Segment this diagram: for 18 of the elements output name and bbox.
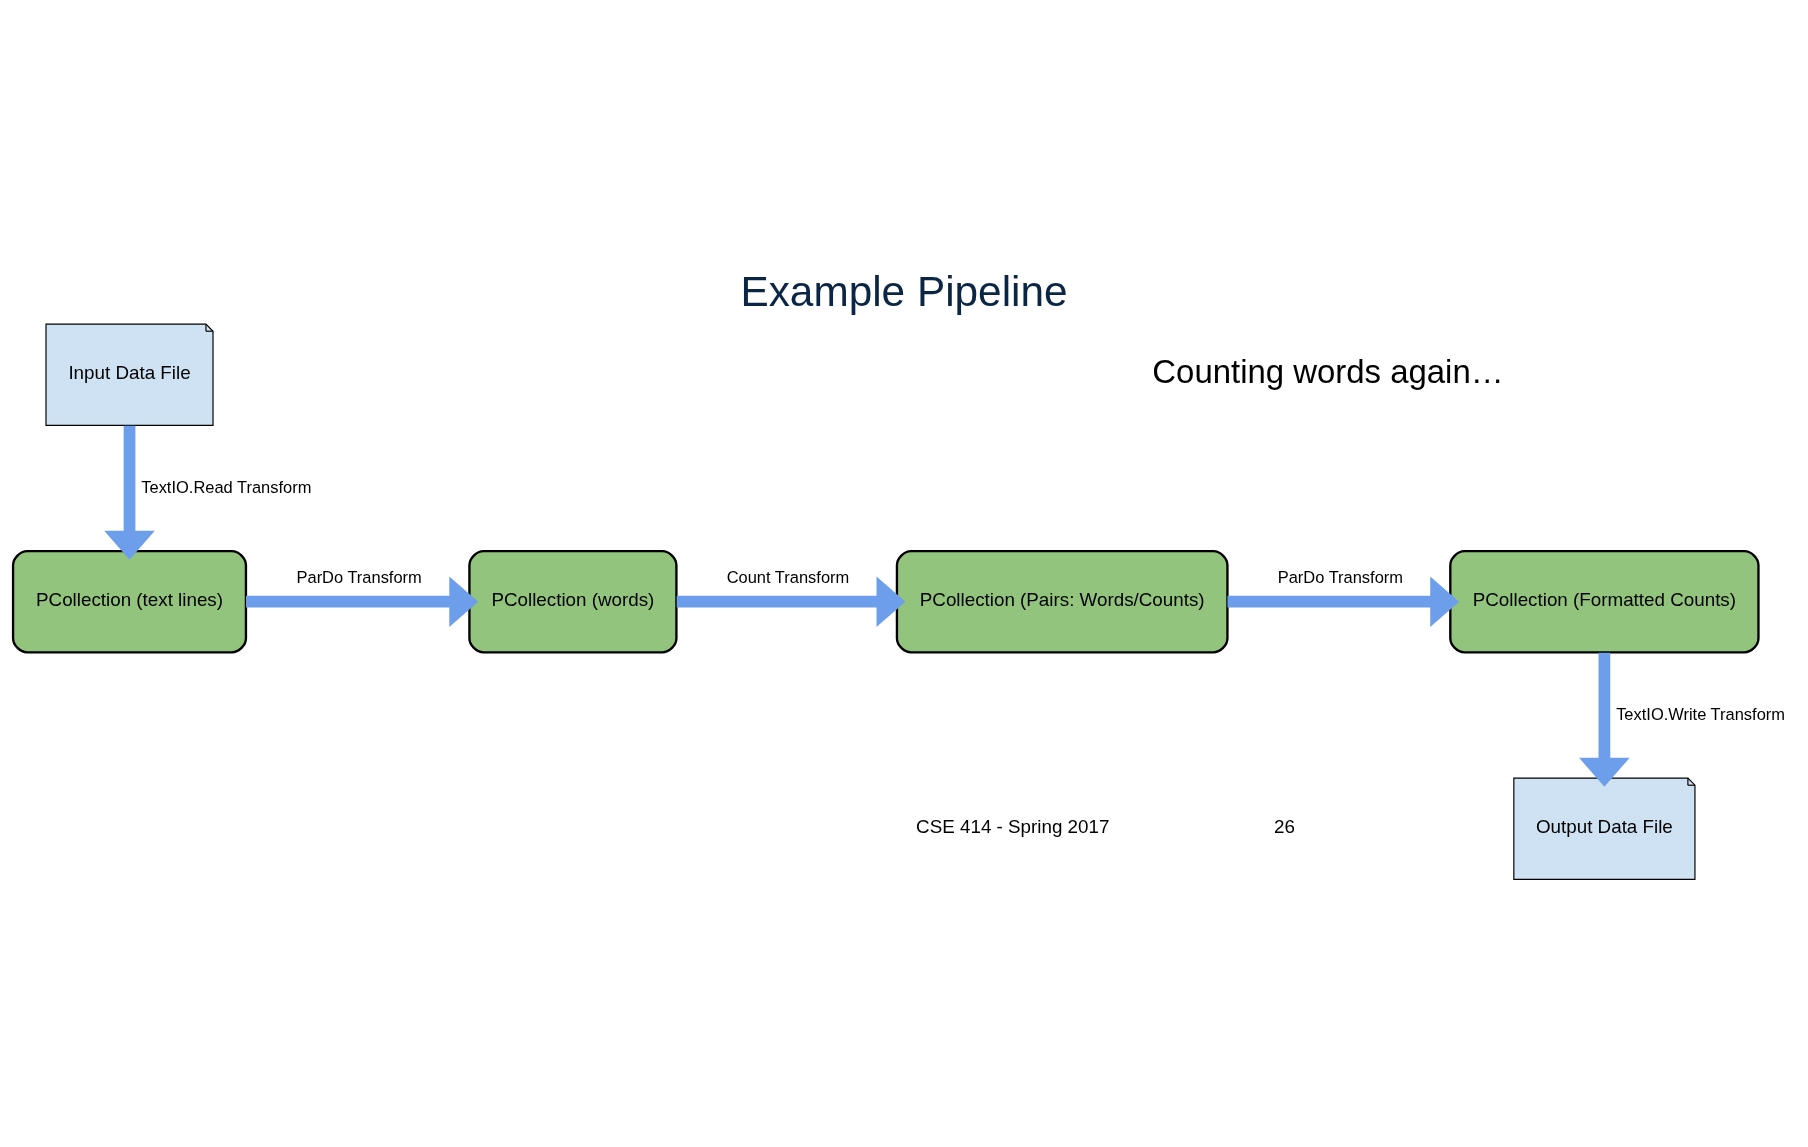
arrow [676, 576, 906, 628]
node-box: PCollection (words) [468, 549, 678, 654]
edge-label: TextIO.Read Transform [141, 478, 312, 497]
arrow [104, 425, 155, 560]
label: CSE 414 - Spring 2017 [916, 816, 1110, 838]
edge-label: ParDo Transform [296, 567, 422, 586]
label: Counting words again… [1152, 352, 1504, 390]
node-box: PCollection (Pairs: Words/Counts) [895, 549, 1229, 654]
node-box: PCollection (Formatted Counts) [1449, 549, 1760, 654]
edge-label: ParDo Transform [1277, 567, 1403, 586]
diagram-title: Example Pipeline [740, 268, 1068, 316]
arrow [246, 576, 479, 628]
arrow [1227, 576, 1460, 628]
edge-label: TextIO.Write Transform [1616, 705, 1785, 724]
node-box: PCollection (text lines) [11, 549, 248, 654]
edge-label: Count Transform [726, 567, 850, 586]
arrow [1579, 652, 1630, 787]
label: 26 [1274, 816, 1295, 838]
